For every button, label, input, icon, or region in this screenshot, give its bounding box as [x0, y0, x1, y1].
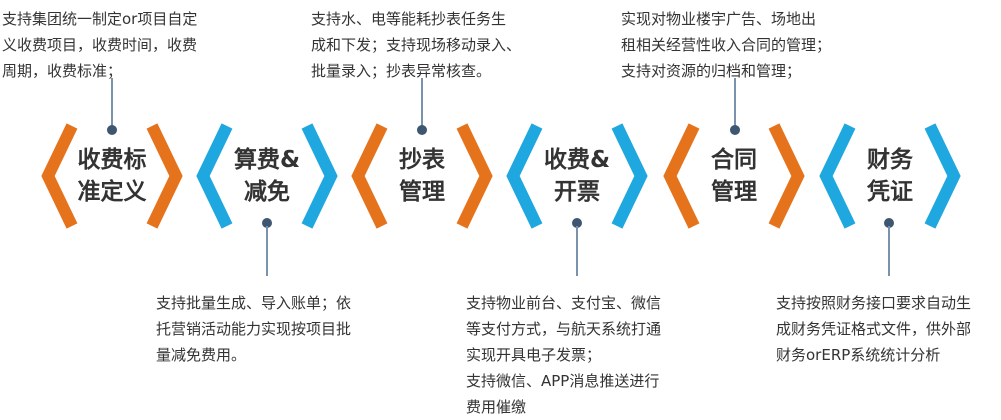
step-2-description: 支持批量生成、导入账单；依 托营销活动能力实现按项目批 量减免费用。: [156, 290, 351, 368]
step-2: 算费& 减免: [193, 122, 341, 230]
connector-line: [734, 78, 736, 128]
step-label: 收费& 开票: [503, 122, 651, 230]
desc-line: 支持集团统一制定or项目自定: [2, 10, 198, 28]
connector-line: [266, 226, 268, 276]
step-label-line: 算费&: [233, 147, 301, 173]
step-label-line: 凭证: [867, 179, 913, 205]
bracket-chevrons: [819, 123, 961, 229]
desc-line: 批量录入；抄表异常核查。: [311, 62, 492, 80]
connector-dot: [572, 218, 582, 228]
connector-dot: [417, 125, 427, 135]
desc-line: 托营销活动能力实现按项目批: [156, 320, 352, 338]
desc-line: 成财务凭证格式文件，供外部: [776, 320, 972, 338]
desc-line: 财务orERP系统统计分析: [776, 346, 941, 364]
step-3: 抄表 管理: [348, 122, 496, 230]
step-label-line: 收费&: [543, 147, 611, 173]
desc-line: 费用催缴: [466, 398, 527, 416]
desc-line: 支持微信、APP消息推送进行: [466, 372, 660, 390]
step-label-line: 合同: [711, 147, 757, 173]
desc-line: 实现对物业楼宇广告、场地出: [621, 10, 817, 28]
step-label: 抄表 管理: [348, 122, 496, 230]
connector-dot: [730, 125, 740, 135]
bracket-chevrons: [663, 123, 805, 229]
step-1-description: 支持集团统一制定or项目自定 义收费项目，收费时间，收费 周期，收费标准；: [2, 6, 197, 84]
step-label: 收费标 准定义: [38, 122, 186, 230]
connector-dot: [107, 125, 117, 135]
desc-line: 等支付方式，与航天系统打通: [466, 320, 662, 338]
desc-line: 支持批量生成、导入账单；依: [156, 294, 352, 312]
connector-line: [421, 78, 423, 128]
connector-line: [111, 78, 113, 128]
desc-line: 支持水、电等能耗抄表任务生: [311, 10, 507, 28]
desc-line: 周期，收费标准；: [2, 62, 123, 80]
step-label-line: 财务: [867, 147, 913, 173]
step-5-description: 实现对物业楼宇广告、场地出 租相关经营性收入合同的管理； 支持对资源的归档和管理…: [621, 6, 831, 84]
desc-line: 租相关经营性收入合同的管理；: [621, 36, 832, 54]
step-5: 合同 管理: [660, 122, 808, 230]
desc-line: 支持按照财务接口要求自动生: [776, 294, 972, 312]
step-1: 收费标 准定义: [38, 122, 186, 230]
step-label-line: 减免: [244, 179, 290, 205]
connector-line: [888, 226, 890, 276]
step-6: 财务 凭证: [816, 122, 964, 230]
step-label: 财务 凭证: [816, 122, 964, 230]
bracket-chevrons: [196, 123, 338, 229]
desc-line: 义收费项目，收费时间，收费: [2, 36, 198, 54]
connector-dot: [262, 218, 272, 228]
desc-line: 量减免费用。: [156, 346, 247, 364]
step-6-description: 支持按照财务接口要求自动生 成财务凭证格式文件，供外部 财务orERP系统统计分…: [776, 290, 971, 368]
step-label-line: 收费标: [77, 147, 147, 173]
step-label-line: 开票: [554, 179, 600, 205]
desc-line: 成和下发；支持现场移动录入、: [311, 36, 522, 54]
step-label-line: 准定义: [77, 179, 147, 205]
connector-dot: [884, 218, 894, 228]
step-label-line: 管理: [711, 179, 757, 205]
bracket-chevrons: [351, 123, 493, 229]
desc-line: 支持物业前台、支付宝、微信: [466, 294, 662, 312]
step-label-line: 管理: [399, 179, 445, 205]
step-3-description: 支持水、电等能耗抄表任务生 成和下发；支持现场移动录入、 批量录入；抄表异常核查…: [311, 6, 521, 84]
step-4-description: 支持物业前台、支付宝、微信 等支付方式，与航天系统打通 实现开具电子发票； 支持…: [466, 290, 661, 420]
desc-line: 实现开具电子发票；: [466, 346, 602, 364]
step-4: 收费& 开票: [503, 122, 651, 230]
step-label-line: 抄表: [399, 147, 445, 173]
connector-line: [576, 226, 578, 276]
bracket-chevrons: [41, 123, 183, 229]
desc-line: 支持对资源的归档和管理；: [621, 62, 802, 80]
step-label: 合同 管理: [660, 122, 808, 230]
step-label: 算费& 减免: [193, 122, 341, 230]
bracket-chevrons: [506, 123, 648, 229]
